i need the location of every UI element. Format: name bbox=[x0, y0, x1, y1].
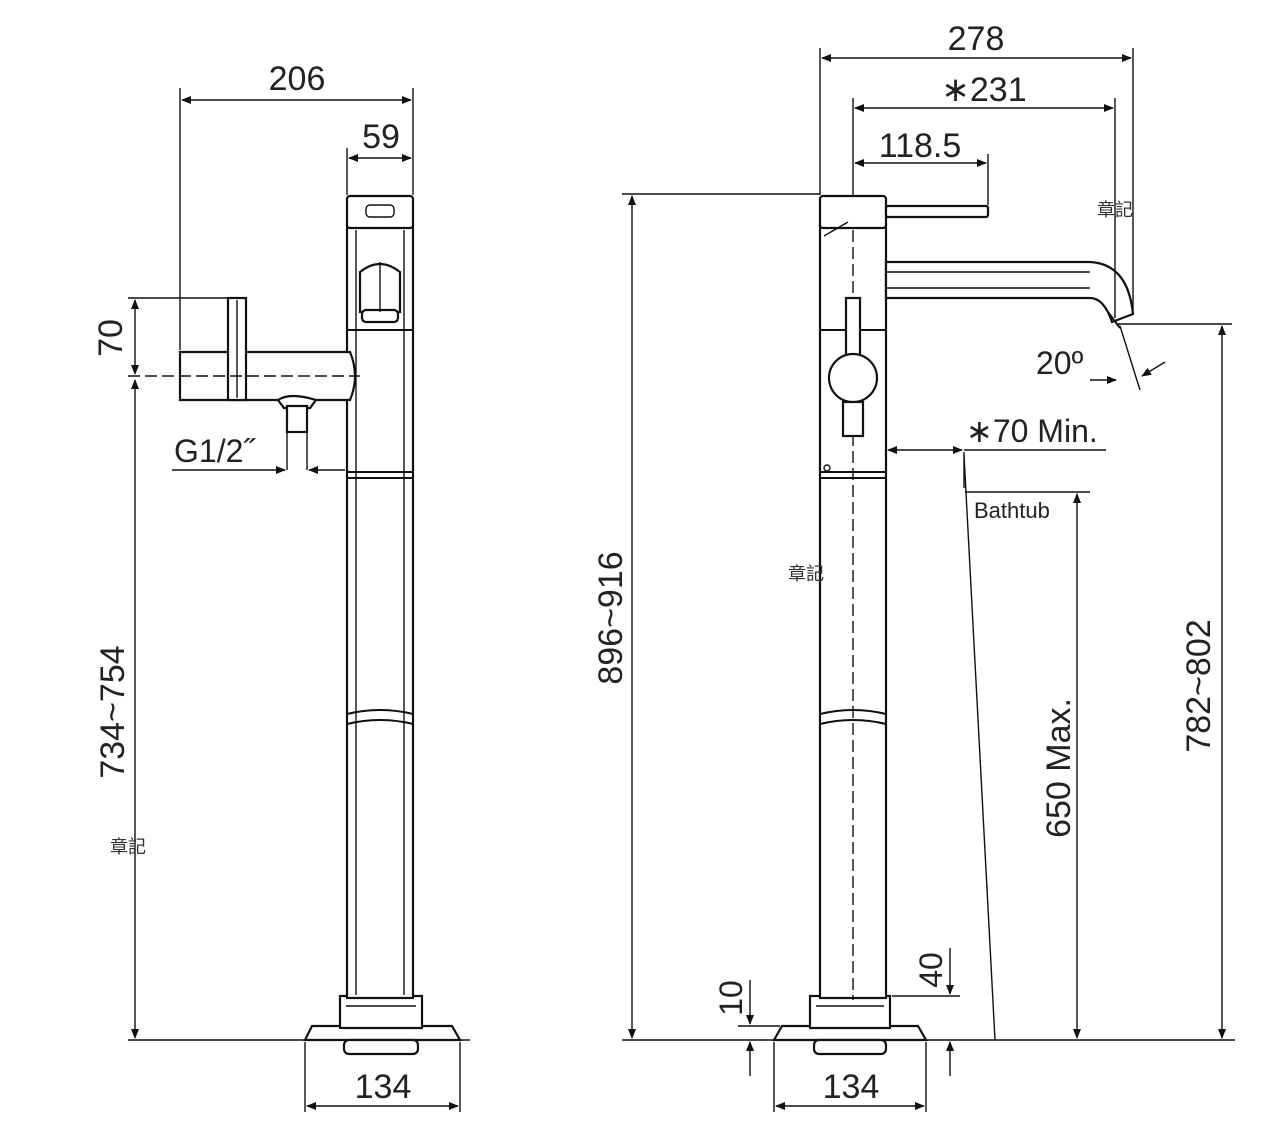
right-diverter bbox=[827, 296, 879, 438]
watermark-top-right: 章記 bbox=[1097, 200, 1133, 221]
dim-896-916: 896~916 bbox=[592, 551, 630, 684]
dim-134-left: 134 bbox=[355, 1068, 412, 1106]
dim-782-802: 782~802 bbox=[1180, 619, 1218, 752]
left-base bbox=[303, 994, 462, 1056]
right-view: 278 ∗231 118.5 20º ∗70 Min. Bathtub 896~… bbox=[592, 20, 1235, 1112]
dim-278: 278 bbox=[948, 20, 1005, 58]
watermark-left: 章記 bbox=[110, 837, 146, 858]
dim-g-half-inch: G1/2˝ bbox=[174, 433, 256, 469]
dim-134-right: 134 bbox=[823, 1068, 880, 1106]
left-view: 206 59 70 G1/2˝ 734~754 134 章記 bbox=[92, 60, 470, 1112]
dim-70-min: ∗70 Min. bbox=[966, 413, 1098, 449]
label-bathtub: Bathtub bbox=[974, 498, 1050, 523]
right-dimensions bbox=[622, 48, 1232, 1112]
dim-206: 206 bbox=[269, 60, 326, 98]
dim-20-degrees: 20º bbox=[1036, 345, 1084, 381]
left-column bbox=[345, 194, 415, 1000]
bathtub-rim bbox=[963, 454, 1090, 1041]
dim-70: 70 bbox=[92, 319, 130, 357]
dim-40: 40 bbox=[913, 952, 949, 988]
left-dimensions bbox=[128, 88, 461, 1112]
right-base bbox=[772, 994, 928, 1056]
left-diverter bbox=[128, 296, 360, 470]
dim-734-754: 734~754 bbox=[94, 645, 132, 778]
dim-118-5: 118.5 bbox=[879, 127, 962, 165]
dim-10: 10 bbox=[713, 980, 749, 1016]
right-spout bbox=[884, 260, 1135, 329]
dim-650-max: 650 Max. bbox=[1040, 698, 1078, 838]
dim-59: 59 bbox=[362, 118, 400, 156]
dim-231: ∗231 bbox=[941, 71, 1026, 109]
watermark-center: 章記 bbox=[788, 564, 824, 585]
